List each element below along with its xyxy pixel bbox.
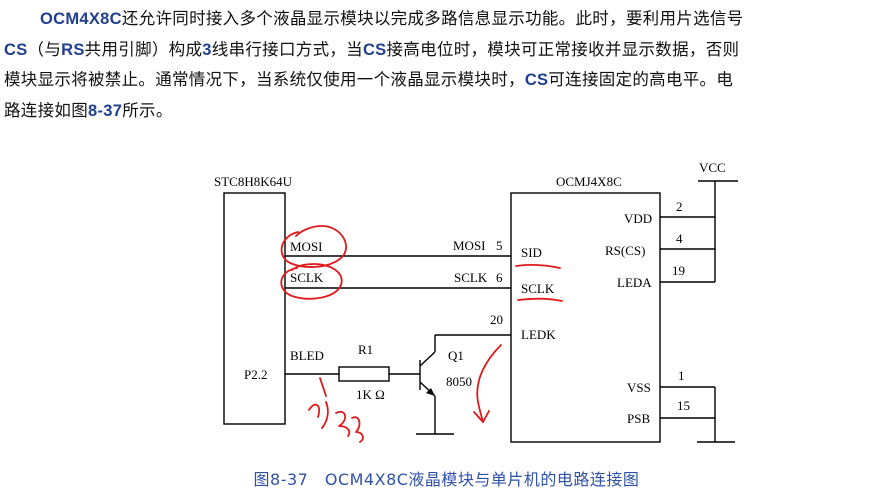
mcu-pin-sclk: SCLK (290, 270, 324, 285)
term-figure-ref: 8-37 (88, 101, 123, 120)
vcc-label: VCC (699, 160, 726, 175)
arrow-ledk-head (473, 410, 490, 423)
wire-label-mosi: MOSI (453, 238, 486, 253)
lcd-pin-rs: RS(CS) (605, 243, 645, 258)
lcd-pin-leda: LEDA (617, 275, 652, 290)
lcd-pin-vdd: VDD (624, 211, 652, 226)
term-ocm4x8c: OCM4X8C (40, 10, 122, 28)
lcd-pin-sclk: SCLK (521, 281, 555, 296)
mcu-box (223, 192, 286, 425)
pin-number-1: 1 (678, 368, 685, 383)
text-segment: 接高电位时，模块可正常接收并显示数据，否则 (386, 39, 740, 59)
term-rs: RS (61, 40, 85, 59)
text-segment: （与 (27, 39, 62, 59)
term-cs: CS (4, 40, 28, 59)
transistor-emitter-arrow (426, 388, 435, 396)
body-paragraph: OCM4X8C还允许同时接入多个液晶显示模块以完成多路信息显示功能。此时，要利用… (4, 4, 888, 126)
resistor-r1 (338, 366, 390, 382)
scribble-annotation (308, 377, 364, 443)
mcu-pin-p22: P2.2 (244, 367, 267, 382)
transistor-collector (419, 351, 436, 367)
paragraph-line-4: 路连接如图8-37所示。 (4, 96, 888, 127)
lcd-pin-psb: PSB (627, 411, 650, 426)
lcd-pin-ledk: LEDK (521, 327, 556, 342)
underline-sid-annotation (515, 264, 561, 269)
paragraph-line-2: CS（与RS共用引脚）构成3线串行接口方式，当CS接高电位时，模块可正常接收并显… (4, 35, 888, 66)
text-segment: 线串行接口方式，当 (211, 39, 363, 59)
transistor-part: 8050 (446, 374, 472, 389)
text-segment: 所示。 (122, 100, 173, 120)
handwritten-annotations (280, 225, 563, 443)
text-segment: 还允许同时接入多个液晶显示模块以完成多路信息显示功能。此时，要利用片选信号 (121, 9, 744, 28)
pin-number-20: 20 (490, 312, 503, 327)
text-segment: 可连接固定的高电平。电 (548, 70, 734, 89)
pin-number-6: 6 (496, 270, 503, 285)
paragraph-line-1: OCM4X8C还允许同时接入多个液晶显示模块以完成多路信息显示功能。此时，要利用… (4, 4, 888, 35)
mcu-pin-bled: BLED (290, 348, 324, 363)
circle-mosi-annotation (280, 225, 347, 268)
underline-sclk-annotation (517, 297, 563, 302)
pin-number-4: 4 (676, 231, 683, 246)
resistor-value: 1K Ω (356, 387, 385, 402)
paragraph-line-3: 模块显示将被禁止。通常情况下，当系统仅使用一个液晶显示模块时，CS可连接固定的高… (4, 65, 888, 96)
lcd-module-box (510, 192, 661, 443)
term-cs: CS (524, 71, 549, 89)
pin-number-15: 15 (677, 398, 690, 413)
text-segment: 共用引脚）构成 (84, 39, 203, 59)
figure-caption: 图8-37 OCM4X8C液晶模块与单片机的电路连接图 (253, 470, 640, 489)
pin-number-19: 19 (672, 263, 685, 278)
mcu-name: STC8H8K64U (214, 174, 293, 189)
text-segment: 模块显示将被禁止。通常情况下，当系统仅使用一个液晶显示模块时， (4, 70, 525, 89)
wire-label-sclk: SCLK (454, 270, 488, 285)
mcu-pin-mosi: MOSI (290, 239, 323, 254)
text-segment: 路连接如图 (4, 100, 88, 120)
arrow-ledk-annotation (476, 344, 502, 423)
pin-number-2: 2 (676, 199, 683, 214)
lcd-pin-sid: SID (521, 245, 542, 260)
resistor-name: R1 (358, 342, 373, 357)
circle-sclk-annotation (280, 263, 343, 300)
lcd-name: OCMJ4X8C (556, 174, 622, 189)
transistor-name: Q1 (448, 348, 464, 363)
pin-number-5: 5 (496, 238, 503, 253)
lcd-pin-vss: VSS (627, 380, 651, 395)
term-cs: CS (362, 40, 387, 59)
term-3: 3 (202, 40, 212, 59)
